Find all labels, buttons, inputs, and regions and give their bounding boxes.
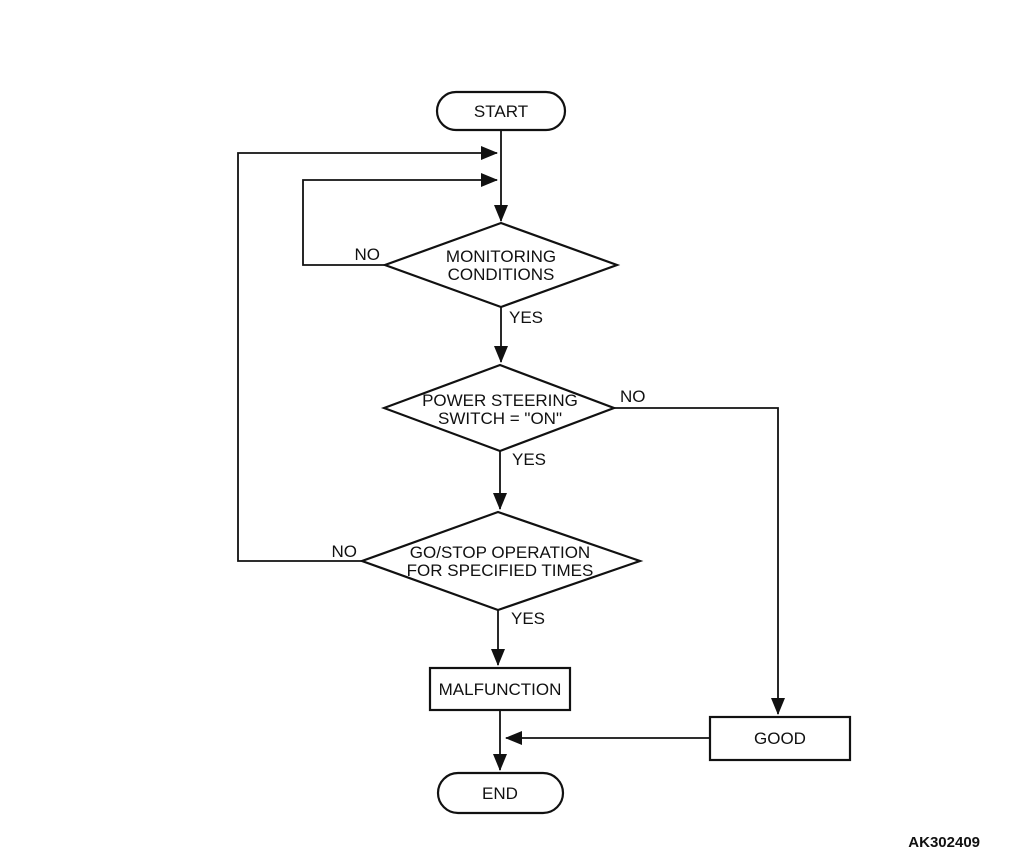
edge-monitoring-no-return-loop — [302, 173, 498, 266]
good-process — [708, 715, 852, 762]
monitoring-label-line2: CONDITIONS — [448, 265, 555, 284]
power-steering-label-line1: POWER STEERING — [422, 391, 578, 410]
edge-power-no-to-good — [614, 407, 785, 715]
start-terminator — [435, 90, 567, 132]
go-stop-yes-label: YES — [511, 609, 545, 628]
end-label: END — [482, 784, 518, 803]
go-stop-no-label: NO — [332, 542, 358, 561]
edge-gostop-no-return-loop — [237, 146, 498, 562]
start-label: START — [474, 102, 528, 121]
monitoring-label-line1: MONITORING — [446, 247, 556, 266]
malfunction-process — [428, 666, 572, 712]
good-label: GOOD — [754, 729, 806, 748]
power-steering-no-label: NO — [620, 387, 646, 406]
figure-code: AK302409 — [908, 834, 980, 851]
power-steering-yes-label: YES — [512, 450, 546, 469]
power-steering-label-line2: SWITCH = "ON" — [438, 409, 562, 428]
power-steering-decision — [380, 363, 618, 453]
go-stop-label-line2: FOR SPECIFIED TIMES — [407, 561, 594, 580]
monitoring-no-label: NO — [355, 245, 381, 264]
end-terminator — [436, 771, 565, 815]
go-stop-decision — [358, 510, 644, 612]
malfunction-label: MALFUNCTION — [439, 680, 562, 699]
monitoring-conditions-decision — [381, 221, 621, 309]
monitoring-yes-label: YES — [509, 308, 543, 327]
go-stop-label-line1: GO/STOP OPERATION — [410, 543, 590, 562]
